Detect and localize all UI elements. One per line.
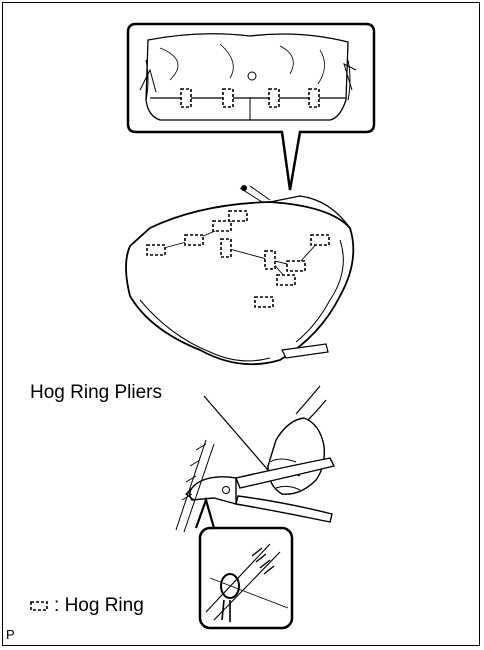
legend-label: : Hog Ring: [54, 595, 144, 617]
figure-code: P: [6, 627, 15, 642]
legend-text: Hog Ring: [64, 595, 144, 616]
pliers-leader-line: [203, 395, 269, 471]
legend-separator: :: [54, 595, 60, 616]
hand-with-pliers: [175, 385, 336, 533]
seat-cushion: [125, 185, 355, 366]
pliers-label: Hog Ring Pliers: [30, 382, 162, 403]
detail-callout-bottom: [194, 496, 294, 630]
detail-callout-top: [126, 22, 376, 191]
hog-ring-icon: [30, 601, 48, 611]
